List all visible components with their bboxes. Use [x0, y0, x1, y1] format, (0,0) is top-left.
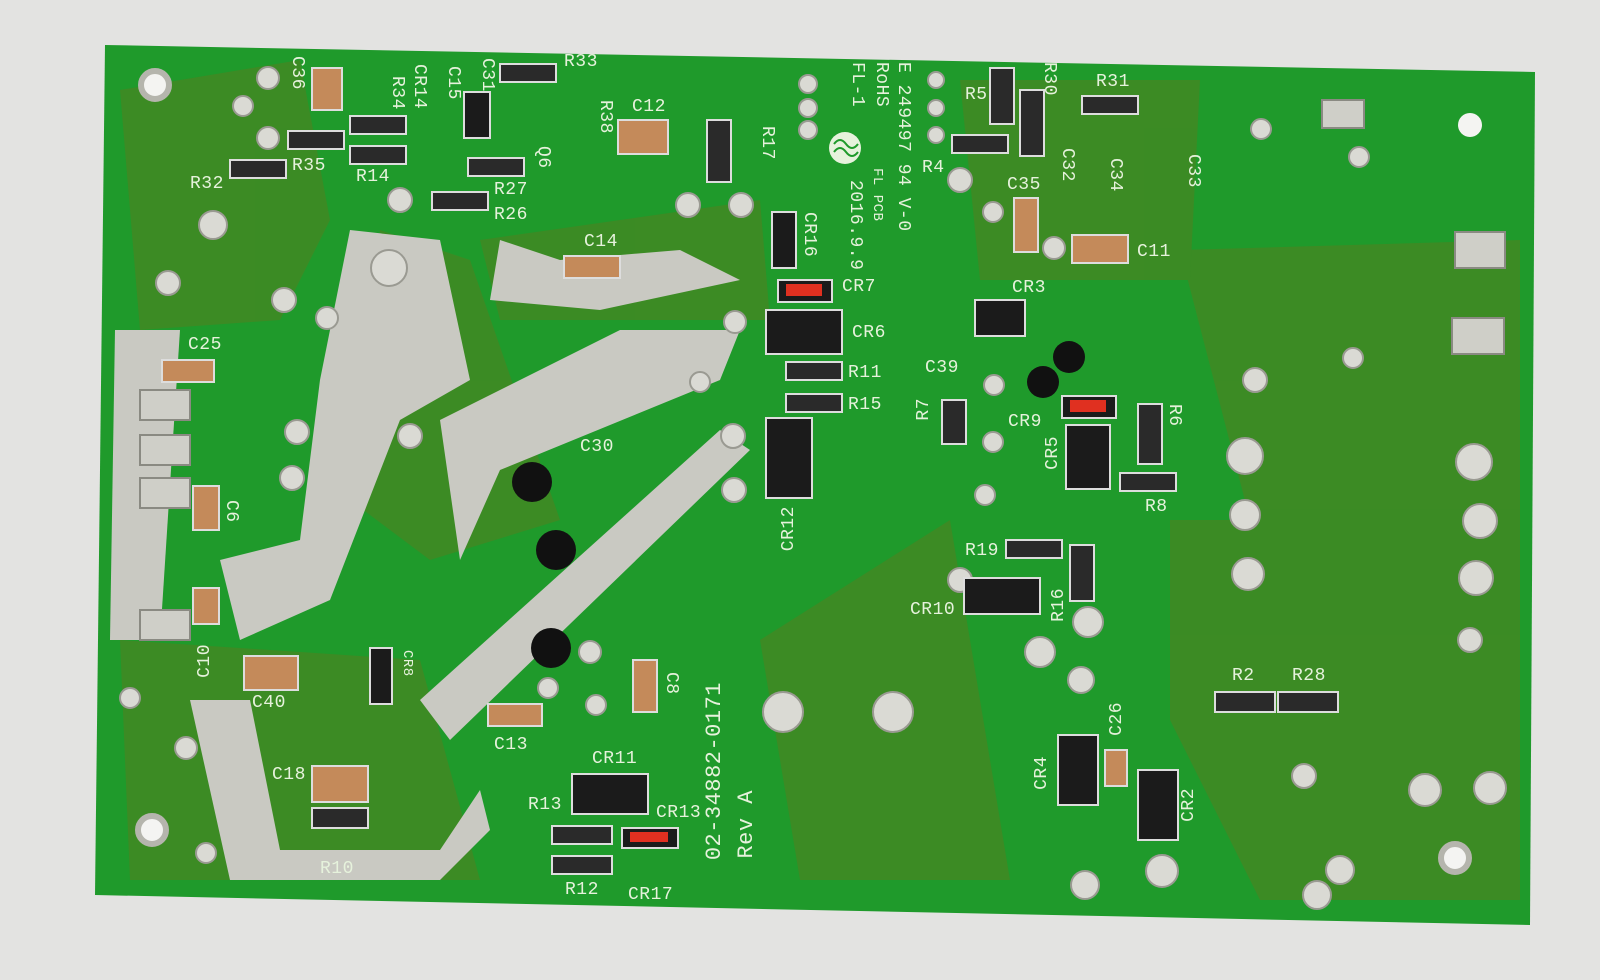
label-cr11: CR11 [592, 749, 638, 769]
label-r12: R12 [565, 880, 599, 900]
label-c14: C14 [584, 232, 618, 252]
label-r38: R38 [595, 100, 615, 134]
label-c13: C13 [494, 735, 528, 755]
maker-mark: FL-1 [847, 62, 867, 108]
label-r15: R15 [848, 395, 882, 415]
label-c40: C40 [252, 693, 286, 713]
label-r6: R6 [1164, 404, 1184, 427]
label-r8: R8 [1145, 497, 1168, 517]
label-r17: R17 [757, 126, 777, 160]
label-r4: R4 [922, 158, 945, 178]
label-cr14: CR14 [409, 64, 429, 110]
label-cr17: CR17 [628, 885, 674, 905]
label-r7: R7 [914, 398, 934, 421]
label-r2: R2 [1232, 666, 1255, 686]
label-cr10: CR10 [910, 600, 956, 620]
label-c32: C32 [1057, 148, 1077, 182]
label-c30: C30 [580, 437, 614, 457]
ul-file-number: E 249497 94 V-0 [893, 62, 913, 232]
label-c36: C36 [287, 56, 307, 90]
label-r31: R31 [1096, 72, 1130, 92]
label-cr3: CR3 [1012, 278, 1046, 298]
smd-components [161, 63, 1339, 875]
label-c11: C11 [1137, 242, 1171, 262]
label-cr2: CR2 [1179, 788, 1199, 822]
label-r14: R14 [356, 167, 390, 187]
label-c25: C25 [188, 335, 222, 355]
label-c35: C35 [1007, 175, 1041, 195]
solder-pours [110, 230, 750, 880]
label-q6: Q6 [533, 146, 553, 169]
label-cr12: CR12 [779, 506, 799, 552]
square-pads [139, 99, 1506, 641]
label-r11: R11 [848, 363, 882, 383]
label-r28: R28 [1292, 666, 1326, 686]
label-c12: C12 [632, 97, 666, 117]
label-cr6: CR6 [852, 323, 886, 343]
label-r32: R32 [190, 174, 224, 194]
label-r33: R33 [564, 52, 598, 72]
label-cr13: CR13 [656, 803, 702, 823]
fl-pcb-logo [829, 132, 861, 164]
label-c26: C26 [1107, 702, 1127, 736]
label-c15: C15 [443, 66, 463, 100]
label-r34: R34 [387, 76, 407, 110]
label-c33: C33 [1183, 154, 1203, 188]
solder-joints [119, 66, 1507, 910]
label-c18: C18 [272, 765, 306, 785]
through-holes [512, 341, 1085, 668]
label-c10: C10 [195, 644, 215, 678]
revision: Rev A [734, 790, 759, 859]
pcb-logo-text: FL PCB [869, 168, 885, 222]
label-cr8: CR8 [399, 650, 415, 677]
label-r16: R16 [1049, 588, 1069, 622]
label-cr4: CR4 [1032, 756, 1052, 790]
date-code: 2016.9.9 [845, 180, 865, 271]
label-r19: R19 [965, 541, 999, 561]
label-c31: C31 [477, 58, 497, 92]
label-r5: R5 [965, 85, 988, 105]
label-cr16: CR16 [799, 212, 819, 258]
label-r13: R13 [528, 795, 562, 815]
label-c34: C34 [1105, 158, 1125, 192]
mounting-holes [135, 68, 1482, 875]
label-c6: C6 [221, 500, 241, 523]
label-c8: C8 [661, 672, 681, 695]
part-number: 02-34882-0171 [702, 682, 727, 861]
label-cr9: CR9 [1008, 412, 1042, 432]
label-cr7: CR7 [842, 277, 876, 297]
label-c39: C39 [925, 358, 959, 378]
label-cr5: CR5 [1043, 436, 1063, 470]
label-r35: R35 [292, 156, 326, 176]
label-r30: R30 [1039, 62, 1059, 96]
label-r27: R27 [494, 180, 528, 200]
label-r10: R10 [320, 859, 354, 879]
label-r26: R26 [494, 205, 528, 225]
rohs-mark: RoHS [871, 62, 891, 108]
